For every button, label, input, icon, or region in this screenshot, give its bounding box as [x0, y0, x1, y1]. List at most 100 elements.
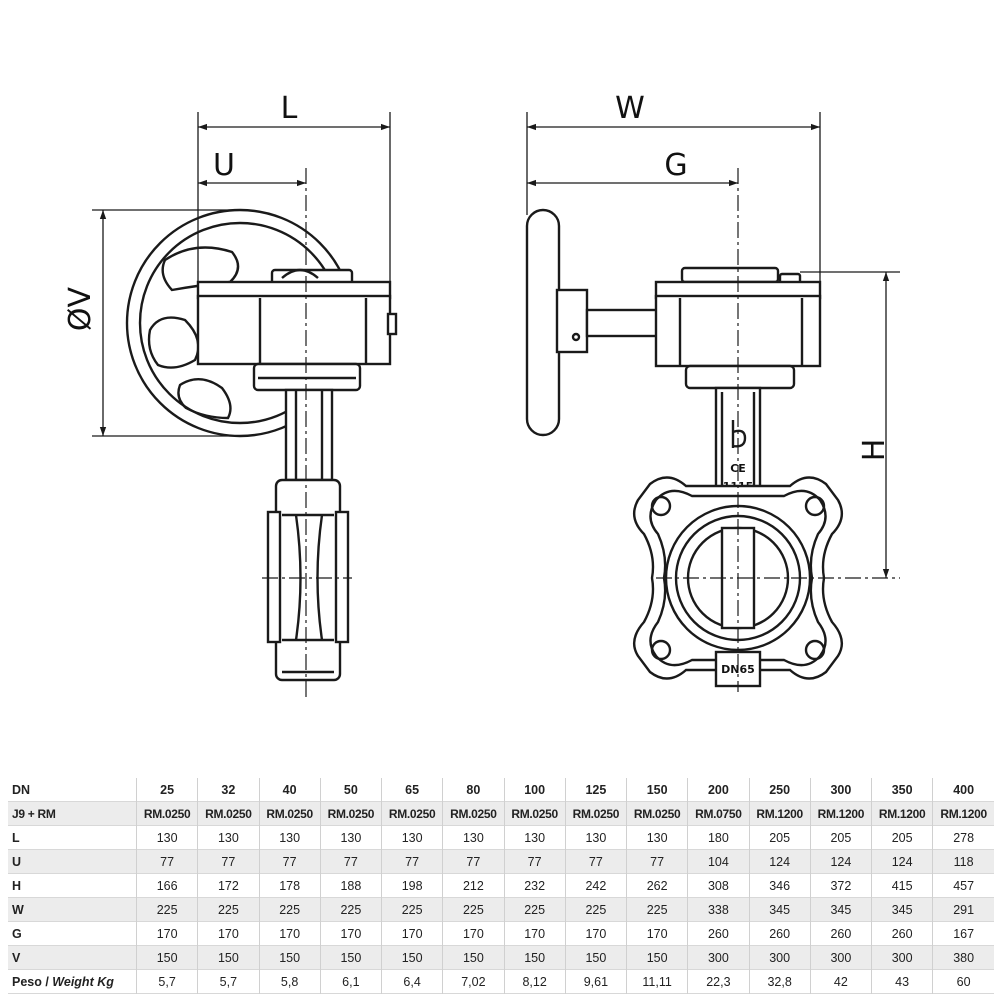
table-cell: 300 [810, 945, 873, 970]
table-cell: 5,7 [197, 969, 260, 994]
dn-size-cell: 65 [381, 778, 444, 802]
dn-size-cell: 350 [871, 778, 934, 802]
row-label: G [8, 921, 137, 946]
table-cell: RM.0250 [381, 801, 444, 826]
row-label: J9 + RM [8, 801, 137, 826]
table-cell: 43 [871, 969, 934, 994]
table-cell: 205 [810, 825, 873, 850]
table-cell: 260 [749, 921, 811, 946]
table-cell: 346 [749, 873, 811, 898]
row-label: H [8, 873, 137, 898]
table-cell: 170 [442, 921, 505, 946]
table-cell: 205 [749, 825, 811, 850]
table-cell: 124 [749, 849, 811, 874]
table-cell: 77 [381, 849, 444, 874]
table-cell: 260 [871, 921, 934, 946]
table-cell: 77 [442, 849, 505, 874]
table-cell: 32,8 [749, 969, 811, 994]
table-cell: 77 [565, 849, 628, 874]
row-label: L [8, 825, 137, 850]
table-cell: 205 [871, 825, 934, 850]
table-cell: 60 [956, 974, 971, 989]
table-cell: 300 [687, 945, 750, 970]
table-cell: 345 [810, 897, 873, 922]
table-cell: 150 [565, 945, 628, 970]
table-cell: 225 [565, 897, 628, 922]
table-cell: 150 [320, 945, 383, 970]
dn-size-cell: 80 [442, 778, 505, 802]
table-cell: 178 [259, 873, 321, 898]
row-label: V [8, 945, 137, 970]
handwheel-edge [525, 208, 561, 437]
table-cell: 232 [504, 873, 566, 898]
table-cell: 42 [810, 969, 873, 994]
table-cell: 130 [320, 825, 383, 850]
table-cell: RM.0250 [259, 801, 321, 826]
table-cell: RM.0250 [565, 801, 628, 826]
table-cell: 150 [442, 945, 505, 970]
table-cell: 170 [320, 921, 383, 946]
dn-size-cell: 125 [565, 778, 628, 802]
table-cell: RM.0250 [504, 801, 566, 826]
table-cell: 5,8 [259, 969, 321, 994]
dn-size-cell: 400 [953, 782, 975, 797]
table-cell: 5,7 [136, 969, 199, 994]
dim-label-g: G [664, 148, 687, 183]
table-cell: 170 [504, 921, 566, 946]
table-cell: 170 [381, 921, 444, 946]
table-cell: 260 [687, 921, 750, 946]
table-cell: 225 [504, 897, 566, 922]
dimension-l: L [197, 91, 391, 290]
valve-body-side [266, 388, 350, 682]
table-cell: 130 [136, 825, 199, 850]
table-cell: 77 [626, 849, 689, 874]
dn-size-cell: 250 [749, 778, 811, 802]
table-cell: RM.0250 [136, 801, 199, 826]
table-cell: 212 [442, 873, 505, 898]
row-label: U [8, 849, 137, 874]
dn-size-cell: 25 [136, 778, 199, 802]
table-cell: 150 [626, 945, 689, 970]
table-cell: 8,12 [504, 969, 566, 994]
table-cell: 172 [197, 873, 260, 898]
table-cell: 104 [687, 849, 750, 874]
row-label: Peso / Weight Kg [8, 969, 137, 994]
table-cell: 262 [626, 873, 689, 898]
table-cell: RM.0750 [687, 801, 750, 826]
table-cell: 198 [381, 873, 444, 898]
technical-drawing: L U ØV [63, 91, 900, 700]
table-cell: 300 [749, 945, 811, 970]
dn-size-cell: 200 [687, 778, 750, 802]
table-cell: 22,3 [687, 969, 750, 994]
table-cell: 170 [626, 921, 689, 946]
table-cell: 77 [197, 849, 260, 874]
table-cell: 170 [259, 921, 321, 946]
dim-label-w: W [615, 91, 645, 126]
table-cell: 167 [953, 926, 975, 941]
table-cell: RM.0250 [320, 801, 383, 826]
dimension-g: G [527, 148, 738, 187]
table-cell: RM.0250 [626, 801, 689, 826]
table-cell: 77 [259, 849, 321, 874]
table-cell: 308 [687, 873, 750, 898]
table-cell: 338 [687, 897, 750, 922]
dim-label-h: H [857, 439, 892, 462]
table-cell: 180 [687, 825, 750, 850]
dim-label-u: U [213, 148, 235, 183]
dimension-u: U [198, 148, 306, 187]
table-cell: 345 [749, 897, 811, 922]
table-cell: RM.1200 [749, 801, 811, 826]
dim-label-v: ØV [63, 286, 98, 331]
table-cell: 7,02 [442, 969, 505, 994]
dn-size-cell: 32 [197, 778, 260, 802]
table-cell: 170 [565, 921, 628, 946]
dn-size-cell: 40 [259, 778, 321, 802]
dn-size-cell: 300 [810, 778, 873, 802]
table-cell: 242 [565, 873, 628, 898]
table-cell: 77 [136, 849, 199, 874]
table-cell: 415 [871, 873, 934, 898]
